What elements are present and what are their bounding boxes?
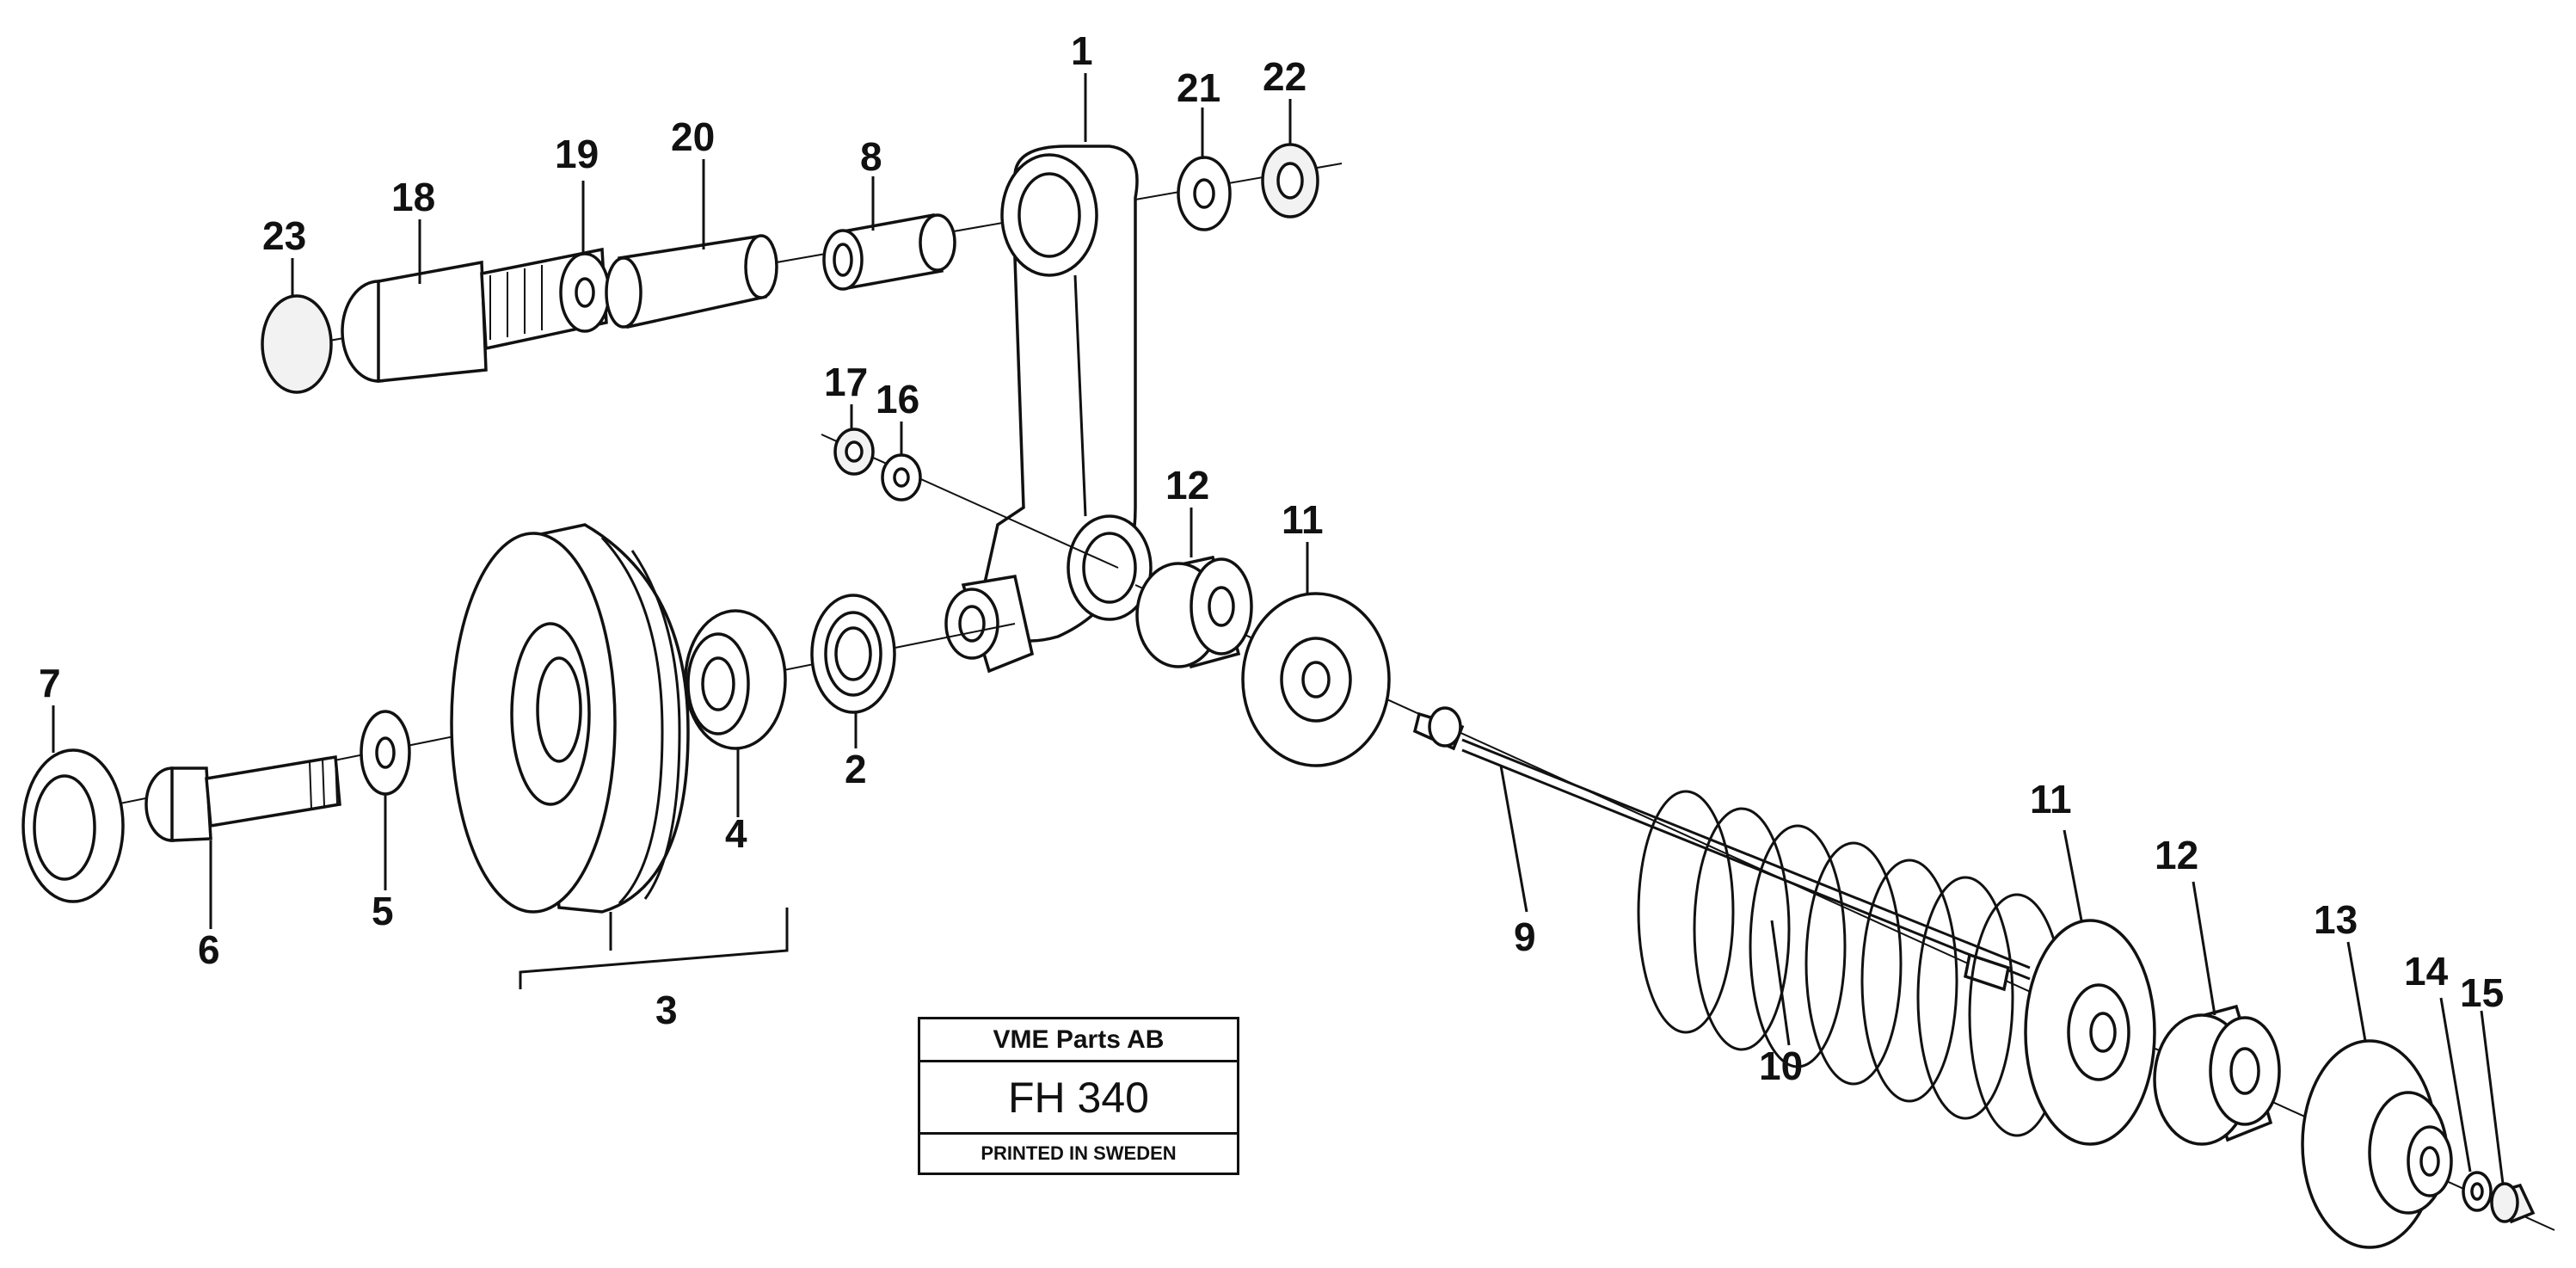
callout-18: 18 [391, 175, 435, 219]
cone-13 [2301, 1039, 2453, 1249]
callout-6: 6 [198, 927, 220, 972]
callout-11-upper: 11 [1282, 497, 1324, 542]
callout-12-lower: 12 [2155, 833, 2198, 877]
cap-23 [261, 294, 333, 394]
bushing-12-lower [2153, 1004, 2281, 1146]
bolt-6 [144, 754, 341, 842]
bearing-4 [684, 609, 787, 750]
part-callouts: 1 2 3 4 5 6 7 8 9 10 11 11 12 12 13 14 1… [39, 28, 2504, 1088]
printed-note: PRINTED IN SWEDEN [981, 1142, 1177, 1164]
dish-washer-11-upper [1241, 592, 1391, 767]
callout-23: 23 [262, 213, 306, 258]
top-axis-assembly [261, 143, 1343, 394]
callout-13: 13 [2314, 897, 2358, 942]
cap-7 [22, 748, 125, 903]
callout-22: 22 [1263, 54, 1306, 99]
bushing-8 [822, 212, 956, 291]
callout-14: 14 [2404, 949, 2449, 994]
callout-12-upper: 12 [1165, 463, 1209, 508]
callout-16: 16 [876, 377, 919, 422]
leader-lines [52, 73, 2505, 1185]
spring-10 [1637, 790, 2066, 1137]
callout-7: 7 [39, 661, 61, 705]
washer-5 [360, 710, 411, 796]
nut-15 [2490, 1182, 2536, 1224]
callout-17: 17 [824, 360, 868, 404]
callout-19: 19 [555, 132, 599, 176]
arm-1 [944, 145, 1153, 674]
bushing-12-upper [1135, 555, 1253, 669]
washer-14 [2462, 1171, 2493, 1212]
callout-10: 10 [1759, 1043, 1803, 1088]
dish-washer-11-lower [2024, 919, 2156, 1146]
callout-15: 15 [2460, 970, 2504, 1015]
callout-20: 20 [671, 114, 715, 159]
pulley-assembly [22, 523, 1016, 989]
title-block: VME Parts AB FH 340 PRINTED IN SWEDEN [918, 1017, 1239, 1175]
callout-4: 4 [725, 811, 747, 856]
pulley-3 [450, 523, 690, 914]
washer-16 [881, 453, 922, 502]
company-name: VME Parts AB [920, 1019, 1237, 1062]
sleeve-20 [605, 234, 778, 329]
nut-22 [1261, 143, 1319, 219]
rod-9 [1412, 706, 2031, 992]
model-name: FH 340 [920, 1062, 1237, 1135]
callout-11-lower: 11 [2030, 777, 2072, 822]
callout-3: 3 [655, 988, 678, 1032]
nut-17 [821, 428, 1119, 569]
callout-9: 9 [1514, 914, 1536, 959]
callout-1: 1 [1071, 28, 1093, 73]
callout-8: 8 [860, 134, 882, 179]
callout-2: 2 [845, 747, 867, 791]
spring-rod-assembly [1134, 555, 2555, 1249]
washer-21 [1177, 156, 1232, 231]
callout-21: 21 [1177, 65, 1220, 110]
seal-2 [810, 594, 896, 714]
callout-5: 5 [372, 889, 394, 933]
washer-19 [559, 252, 611, 333]
